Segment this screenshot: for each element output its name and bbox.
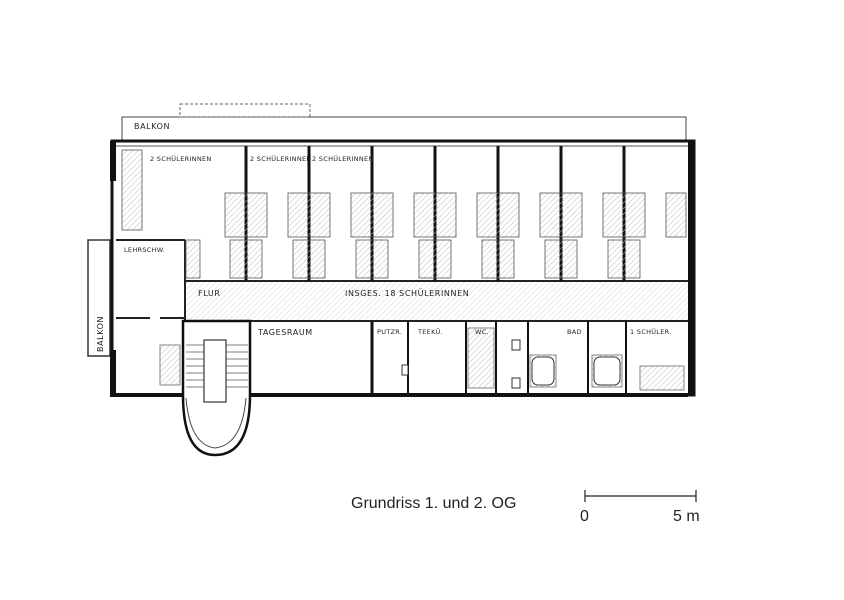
label-wc: WC. [475, 328, 489, 336]
balcony-side [87, 239, 111, 357]
balcony-top [121, 103, 687, 142]
label-room-c: 2 SCHÜLERINNEN [312, 154, 374, 163]
scale-label-end: 5 m [673, 508, 700, 525]
label-room-a: 2 SCHÜLERINNEN [150, 154, 212, 163]
label-schueler: 1 SCHÜLER. [630, 327, 672, 336]
label-bad: BAD [567, 328, 582, 336]
room-partitions [121, 146, 687, 281]
staircase [181, 319, 252, 457]
plan-labels: BALKON BALKON 2 SCHÜLERINNEN 2 SCHÜLERIN… [96, 122, 672, 352]
label-room-b: 2 SCHÜLERINNEN [250, 154, 312, 163]
label-flur: FLUR [198, 289, 220, 298]
label-balkon-side: BALKON [96, 316, 105, 352]
label-teekue: TEEKÜ. [417, 327, 443, 336]
label-lehrschw: LEHRSCHW. [124, 246, 165, 254]
scale-bar [584, 490, 697, 502]
label-tagesraum: TAGESRAUM [257, 328, 313, 337]
label-putzr: PUTZR. [377, 328, 402, 336]
label-total: INSGES. 18 SCHÜLERINNEN [345, 288, 469, 298]
scale-label-start: 0 [580, 508, 589, 525]
label-balkon-top: BALKON [134, 122, 170, 131]
plan-caption: Grundriss 1. und 2. OG [351, 495, 517, 512]
